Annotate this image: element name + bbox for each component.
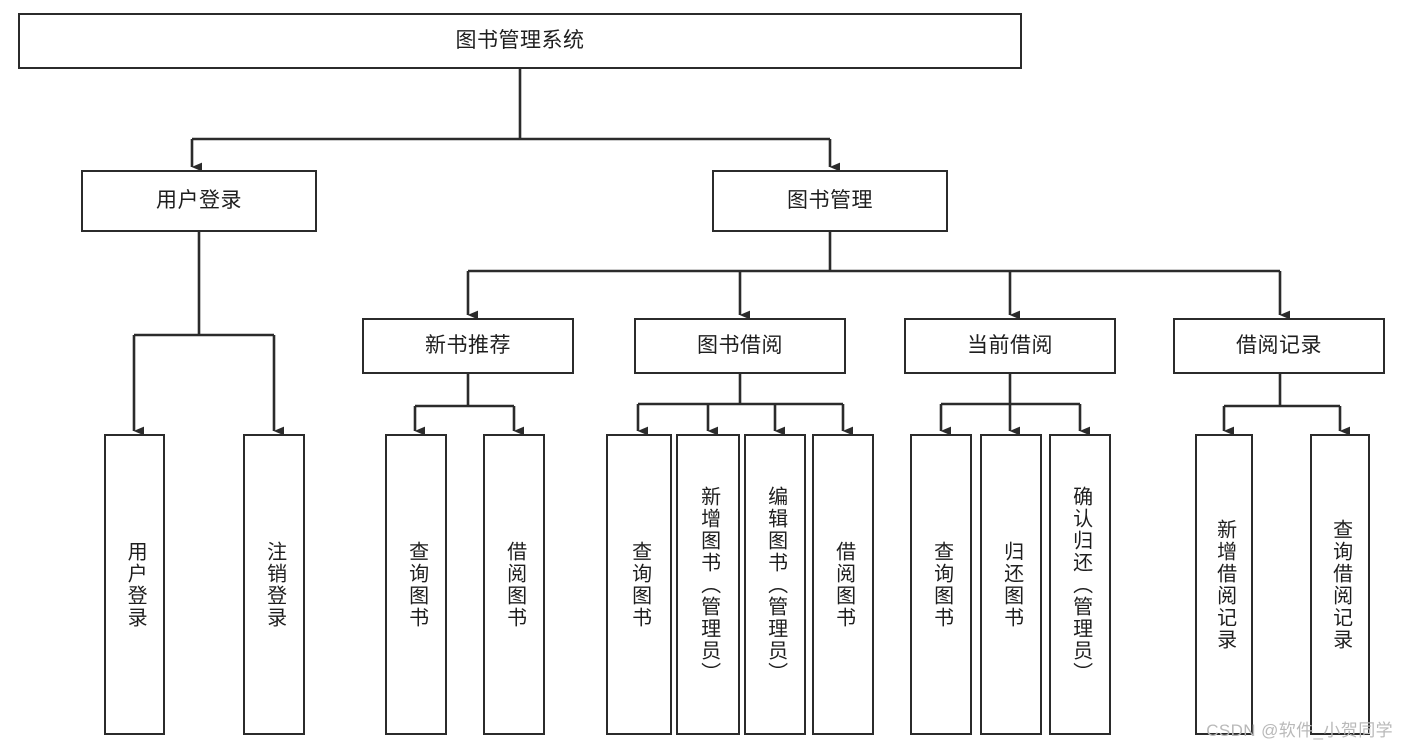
node-new-book-recommend[interactable]: 新书推荐 [362,318,574,374]
node-leaf-borrow-book-1[interactable]: 借阅图书 [483,434,545,735]
node-current-borrow-label: 当前借阅 [967,334,1053,358]
node-leaf-confirm-return[interactable]: 确认归还（管理员） [1049,434,1111,735]
node-leaf-return-book-label: 归还图书 [1000,540,1023,629]
node-leaf-logout[interactable]: 注销登录 [243,434,305,735]
node-leaf-borrow-book-1-label: 借阅图书 [503,540,526,629]
node-book-borrow-label: 图书借阅 [697,334,783,358]
watermark-text: CSDN @软件_小贺同学 [1206,721,1393,740]
node-user-login-label: 用户登录 [156,189,242,213]
node-leaf-logout-label: 注销登录 [263,540,286,629]
node-leaf-query-record-label: 查询借阅记录 [1329,518,1352,651]
node-leaf-user-login-label: 用户登录 [124,540,147,629]
node-borrow-record[interactable]: 借阅记录 [1173,318,1385,374]
node-borrow-record-label: 借阅记录 [1236,334,1322,358]
node-leaf-return-book[interactable]: 归还图书 [980,434,1042,735]
node-leaf-borrow-book-2-label: 借阅图书 [832,540,855,629]
node-book-borrow[interactable]: 图书借阅 [634,318,846,374]
node-leaf-query-book-2-label: 查询图书 [628,540,651,629]
node-leaf-borrow-book-2[interactable]: 借阅图书 [812,434,874,735]
node-leaf-add-book-label: 新增图书（管理员） [697,485,720,684]
node-leaf-edit-book[interactable]: 编辑图书（管理员） [744,434,806,735]
node-leaf-query-book-1[interactable]: 查询图书 [385,434,447,735]
node-leaf-add-record-label: 新增借阅记录 [1213,518,1236,651]
node-current-borrow[interactable]: 当前借阅 [904,318,1116,374]
node-root[interactable]: 图书管理系统 [18,13,1022,69]
node-new-book-recommend-label: 新书推荐 [425,334,511,358]
node-book-manage[interactable]: 图书管理 [712,170,948,232]
node-root-label: 图书管理系统 [455,29,585,53]
node-leaf-query-book-3-label: 查询图书 [930,540,953,629]
node-leaf-confirm-return-label: 确认归还（管理员） [1069,485,1092,684]
node-leaf-add-record[interactable]: 新增借阅记录 [1195,434,1253,735]
node-book-manage-label: 图书管理 [787,189,873,213]
node-leaf-query-record[interactable]: 查询借阅记录 [1310,434,1370,735]
node-leaf-user-login[interactable]: 用户登录 [104,434,165,735]
node-leaf-query-book-3[interactable]: 查询图书 [910,434,972,735]
node-leaf-add-book[interactable]: 新增图书（管理员） [676,434,740,735]
node-user-login[interactable]: 用户登录 [81,170,317,232]
node-leaf-query-book-1-label: 查询图书 [405,540,428,629]
node-leaf-edit-book-label: 编辑图书（管理员） [764,485,787,684]
node-leaf-query-book-2[interactable]: 查询图书 [606,434,672,735]
